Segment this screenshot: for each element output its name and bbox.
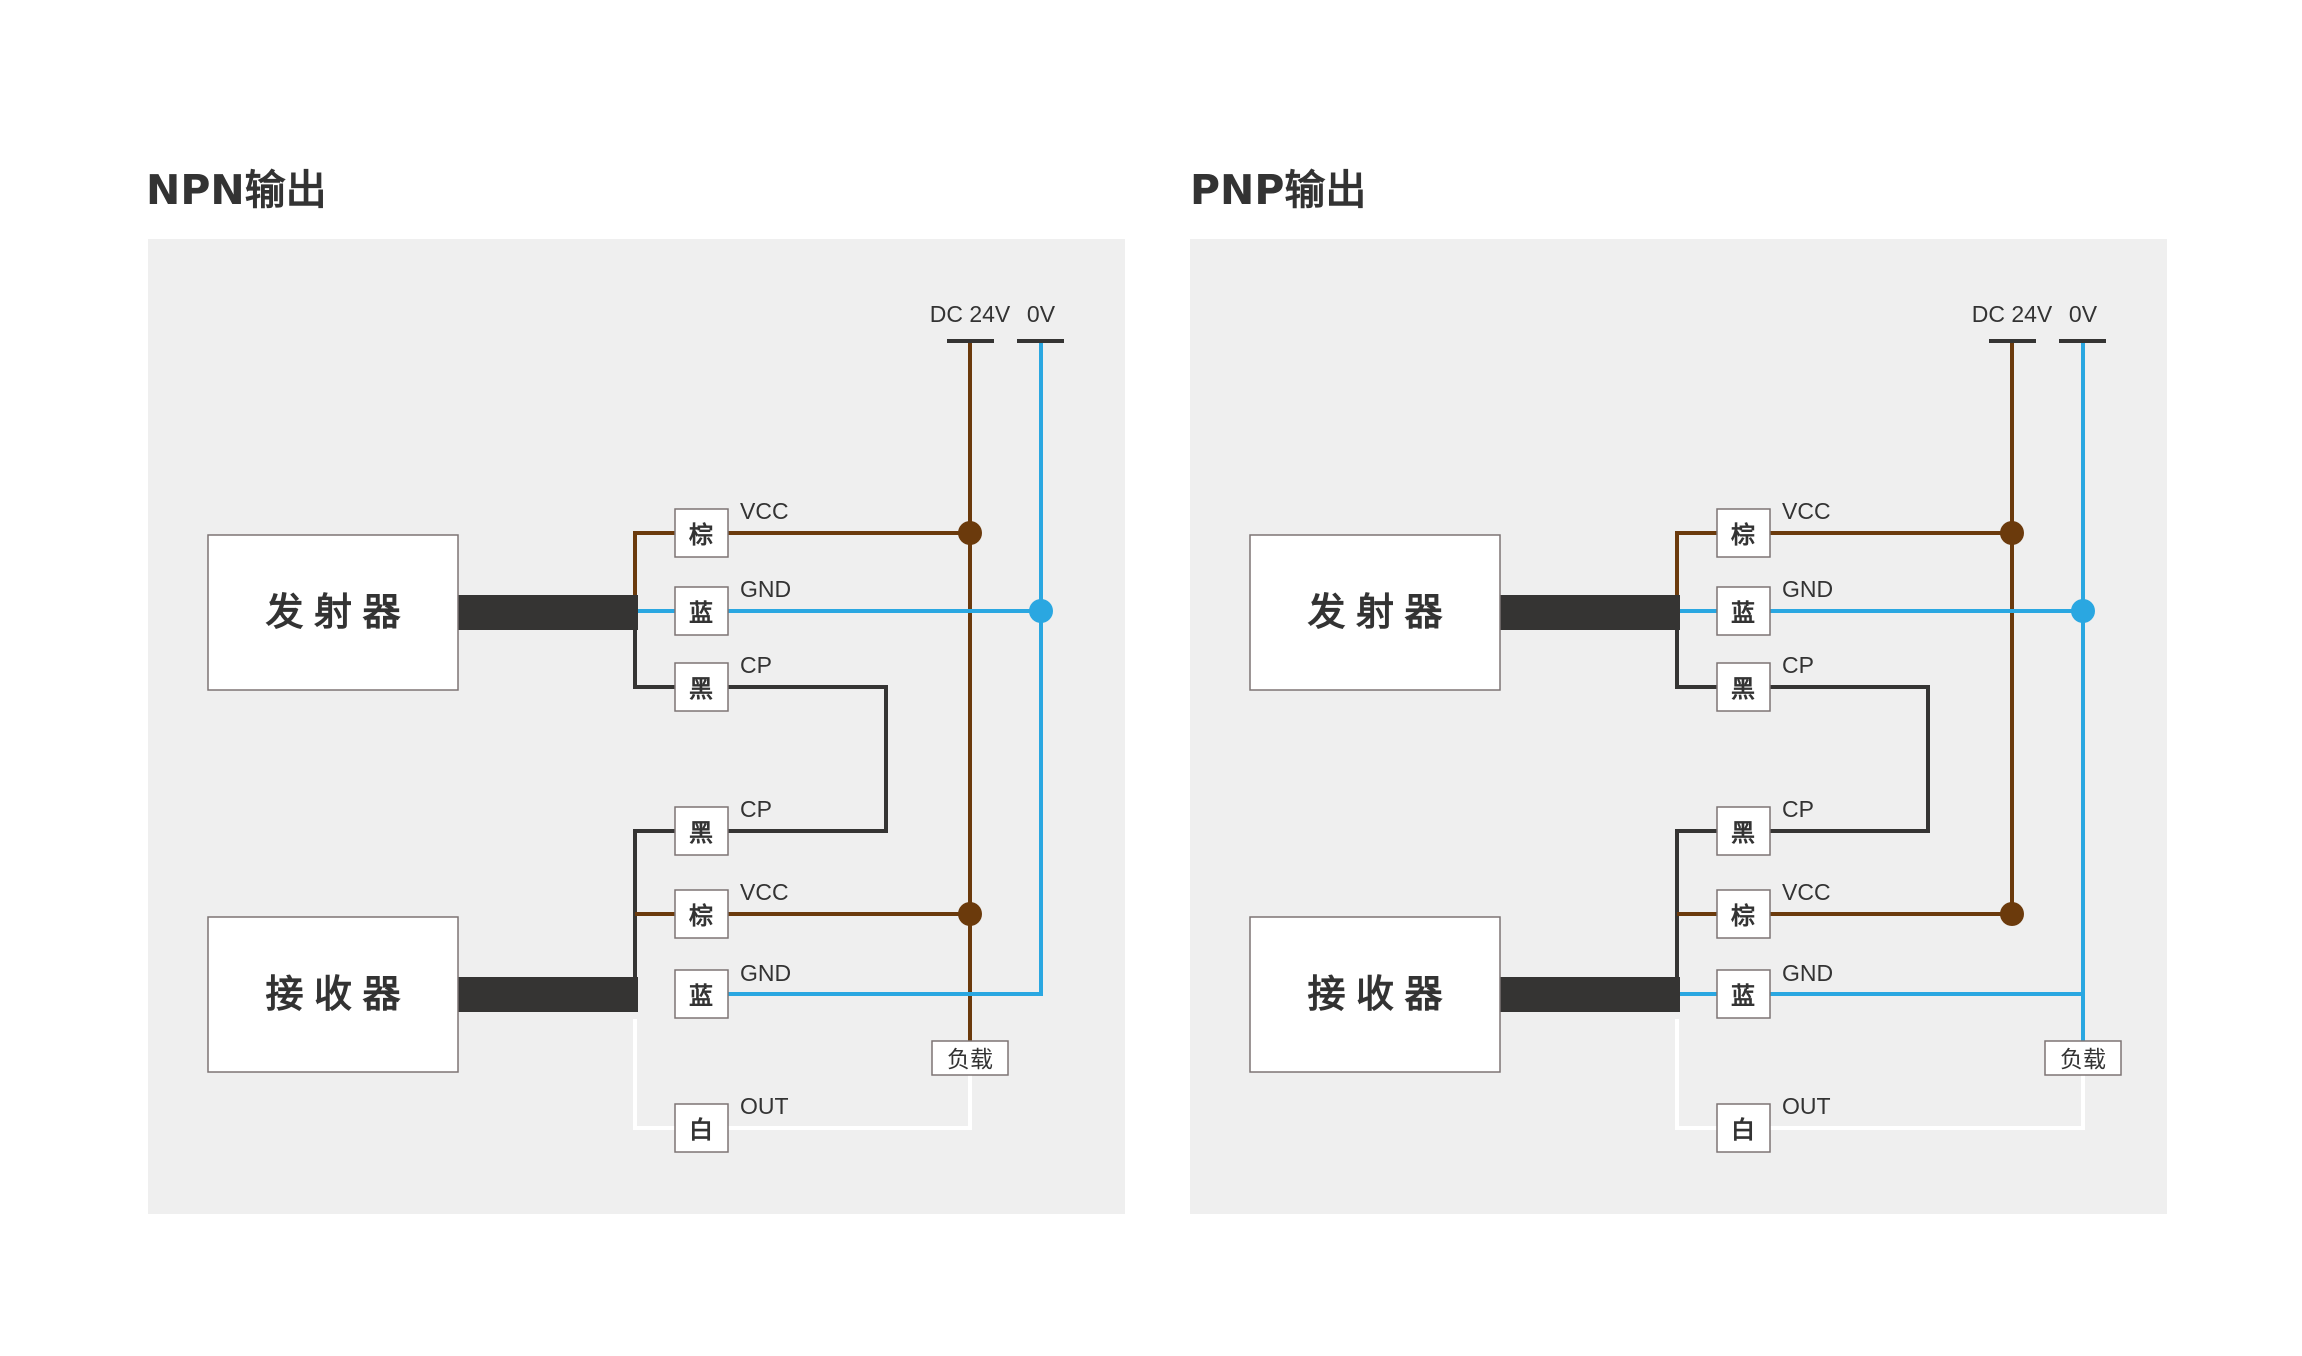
rx-white-tag: 白 — [1716, 1103, 1771, 1153]
svg-text:白: 白 — [689, 1116, 713, 1144]
tx-gnd-label: GND — [1782, 576, 1833, 602]
tx-vcc-label: VCC — [740, 498, 789, 524]
rx-cp-label: CP — [740, 796, 772, 822]
rx-cable — [1500, 977, 1680, 1012]
load-box: 负载 — [2044, 1040, 2122, 1076]
tx-brown-tag: 棕 — [674, 508, 729, 558]
rx-out-label: OUT — [740, 1093, 789, 1119]
rx-cp-label: CP — [1782, 796, 1814, 822]
vcc-junction-dot — [2000, 521, 2024, 545]
tx-blue-tag: 蓝 — [1716, 586, 1771, 636]
gnd-junction-dot — [2071, 599, 2095, 623]
load-box: 负载 — [931, 1040, 1009, 1076]
rx-vcc-junction-dot — [958, 902, 982, 926]
rx-blue-tag: 蓝 — [1716, 969, 1771, 1019]
svg-text:蓝: 蓝 — [1731, 600, 1755, 627]
load-label: 负载 — [947, 1046, 993, 1072]
0v-label: 0V — [2069, 301, 2098, 327]
svg-text:蓝: 蓝 — [689, 983, 713, 1010]
svg-text:棕: 棕 — [1731, 521, 1755, 549]
svg-text:黑: 黑 — [1731, 676, 1755, 703]
rx-out-label: OUT — [1782, 1093, 1831, 1119]
rx-vcc-junction-dot — [2000, 902, 2024, 926]
tx-cp-label: CP — [1782, 652, 1814, 678]
npn-title: NPN输出 — [146, 166, 327, 214]
receiver-label: 接 收 器 — [265, 974, 401, 1016]
svg-text:棕: 棕 — [689, 902, 713, 930]
load-label: 负载 — [2060, 1046, 2106, 1072]
svg-text:白: 白 — [1731, 1116, 1755, 1144]
out-wire — [633, 1019, 972, 1130]
tx-blue-tag: 蓝 — [674, 586, 729, 636]
rx-cable — [458, 977, 638, 1012]
transmitter-label: 发 射 器 — [265, 592, 401, 634]
npn-wiring-diagram: DC 24V 0V 发 射 器 接 收 器 棕 VCC 蓝 GND 黑 CP 黑 — [207, 301, 1064, 1153]
tx-vcc-label: VCC — [1782, 498, 1831, 524]
dc24v-label: DC 24V — [1972, 301, 2053, 327]
pnp-title: PNP输出 — [1190, 166, 1367, 214]
gnd-junction-dot — [1029, 599, 1053, 623]
rx-gnd-label: GND — [740, 960, 791, 986]
receiver-label: 接 收 器 — [1307, 974, 1443, 1016]
rx-black-tag: 黑 — [674, 806, 729, 856]
svg-text:黑: 黑 — [1731, 820, 1755, 847]
receiver-box: 接 收 器 — [207, 916, 459, 1073]
rx-white-tag: 白 — [674, 1103, 729, 1153]
svg-text:黑: 黑 — [689, 820, 713, 847]
svg-text:棕: 棕 — [1731, 902, 1755, 930]
0v-label: 0V — [1027, 301, 1056, 327]
svg-text:蓝: 蓝 — [689, 600, 713, 627]
svg-text:黑: 黑 — [689, 676, 713, 703]
cp-link-wire — [1675, 630, 1930, 994]
svg-text:棕: 棕 — [689, 521, 713, 549]
vcc-junction-dot — [958, 521, 982, 545]
transmitter-label: 发 射 器 — [1307, 592, 1443, 634]
rx-vcc-label: VCC — [1782, 879, 1831, 905]
pnp-wiring-diagram: DC 24V 0V 发 射 器 接 收 器 棕 VCC 蓝 GND 黑 CP 黑… — [1249, 301, 2122, 1153]
svg-text:蓝: 蓝 — [1731, 983, 1755, 1010]
tx-brown-tag: 棕 — [1716, 508, 1771, 558]
out-wire — [1675, 1019, 2085, 1130]
tx-cable — [1500, 595, 1680, 630]
dc24v-label: DC 24V — [930, 301, 1011, 327]
0v-rail — [726, 341, 1043, 996]
rx-brown-tag: 棕 — [1716, 889, 1771, 939]
npn-diagram-panel: DC 24V 0V 发 射 器 接 收 器 棕 VCC 蓝 GND 黑 CP 黑 — [148, 239, 1125, 1214]
tx-vcc-wire — [1675, 531, 2012, 595]
rx-brown-tag: 棕 — [674, 889, 729, 939]
cp-link-wire — [633, 630, 888, 994]
transmitter-box: 发 射 器 — [1249, 534, 1501, 691]
tx-cp-label: CP — [740, 652, 772, 678]
rx-black-tag: 黑 — [1716, 806, 1771, 856]
tx-black-tag: 黑 — [674, 662, 729, 712]
tx-gnd-label: GND — [740, 576, 791, 602]
pnp-diagram-panel: DC 24V 0V 发 射 器 接 收 器 棕 VCC 蓝 GND 黑 CP 黑… — [1190, 239, 2167, 1214]
tx-vcc-wire — [633, 531, 970, 595]
tx-cable — [458, 595, 638, 630]
tx-black-tag: 黑 — [1716, 662, 1771, 712]
transmitter-box: 发 射 器 — [207, 534, 459, 691]
receiver-box: 接 收 器 — [1249, 916, 1501, 1073]
rx-blue-tag: 蓝 — [674, 969, 729, 1019]
rx-vcc-label: VCC — [740, 879, 789, 905]
rx-gnd-label: GND — [1782, 960, 1833, 986]
